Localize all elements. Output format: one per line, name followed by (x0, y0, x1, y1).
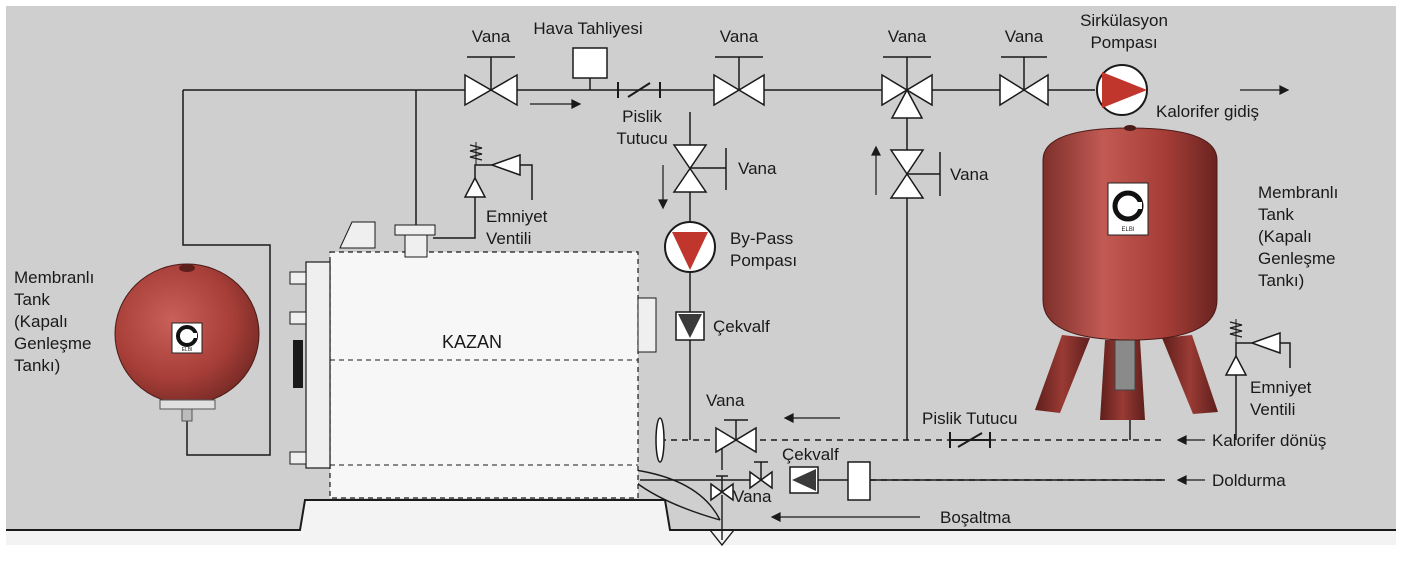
boiler-label: KAZAN (442, 332, 502, 352)
label-bosaltma: Boşaltma (940, 508, 1011, 527)
text-labels: Vana Hava Tahliyesi Vana Vana Vana Sirkü… (14, 11, 1338, 527)
valve-drain (710, 475, 734, 502)
safety-valve-right (1224, 319, 1291, 376)
label-cekvalf-1: Çekvalf (713, 317, 770, 336)
check-valve-fill (789, 466, 819, 494)
valve-bypass (672, 144, 727, 193)
boiler-pedestal (6, 499, 1396, 545)
label-cekvalf-2: Çekvalf (782, 445, 839, 464)
label-sirkulasyon: Sirkülasyon (1080, 11, 1168, 30)
valve-2 (713, 56, 765, 107)
valve-1 (464, 56, 518, 107)
label-vana-return: Vana (706, 391, 745, 410)
strainer-top (617, 82, 661, 98)
valve-return (715, 419, 757, 454)
valve-4 (999, 56, 1049, 107)
label-pislik: Pislik (622, 107, 662, 126)
fill-meter (847, 461, 871, 501)
svg-text:ELBI: ELBI (182, 347, 193, 353)
label-tank-left-5: Tankı) (14, 356, 60, 375)
label-hava-tahliyesi: Hava Tahliyesi (533, 19, 642, 38)
label-tank-right-4: Genleşme (1258, 249, 1335, 268)
label-tank-left-3: (Kapalı (14, 312, 68, 331)
label-vana-2: Vana (720, 27, 759, 46)
label-bypass-pompasi: Pompası (730, 251, 797, 270)
label-vana-4: Vana (1005, 27, 1044, 46)
label-tutucu: Tutucu (616, 129, 667, 148)
label-vana-3: Vana (888, 27, 927, 46)
label-emniyet-right: Emniyet (1250, 378, 1312, 397)
expansion-tank-left: ELBI (114, 263, 260, 422)
label-vana-bypass: Vana (738, 159, 777, 178)
label-tank-right-2: Tank (1258, 205, 1294, 224)
label-tank-left-1: Membranlı (14, 268, 94, 287)
label-bypass: By-Pass (730, 229, 793, 248)
label-tank-right-1: Membranlı (1258, 183, 1338, 202)
label-ventili-right: Ventili (1250, 400, 1295, 419)
valves (464, 56, 1049, 502)
label-vana-right: Vana (950, 165, 989, 184)
expansion-tank-right: ELBI (1035, 125, 1218, 420)
label-vana-1: Vana (472, 27, 511, 46)
label-tank-right-5: Tankı) (1258, 271, 1304, 290)
label-pompasi: Pompası (1090, 33, 1157, 52)
label-emniyet-left: Emniyet (486, 207, 548, 226)
label-kalorifer-donus: Kalorifer dönüş (1212, 431, 1326, 450)
label-vana-fill: Vana (733, 487, 772, 506)
label-pislik-tutucu-bottom: Pislik Tutucu (922, 409, 1017, 428)
three-way-valve (881, 56, 933, 119)
air-vent (572, 47, 608, 90)
return-dashed-pipes (660, 439, 1165, 481)
valve-fill (749, 461, 773, 490)
bypass-pump (664, 221, 716, 273)
label-doldurma: Doldurma (1212, 471, 1286, 490)
boiler-kazan: KAZAN (289, 221, 657, 499)
safety-valve-left (463, 142, 521, 198)
flow-arrows (530, 85, 1290, 522)
label-kalorifer-gidis: Kalorifer gidiş (1156, 102, 1259, 121)
label-ventili-left: Ventili (486, 229, 531, 248)
strainer-bottom (949, 432, 991, 448)
circulation-pump (1096, 64, 1148, 116)
label-tank-left-2: Tank (14, 290, 50, 309)
label-tank-right-3: (Kapalı (1258, 227, 1312, 246)
label-tank-left-4: Genleşme (14, 334, 91, 353)
check-valve-bypass (675, 311, 705, 341)
return-flange (655, 417, 665, 463)
valve-right-vertical (889, 149, 941, 199)
svg-text:ELBI: ELBI (1121, 227, 1134, 233)
